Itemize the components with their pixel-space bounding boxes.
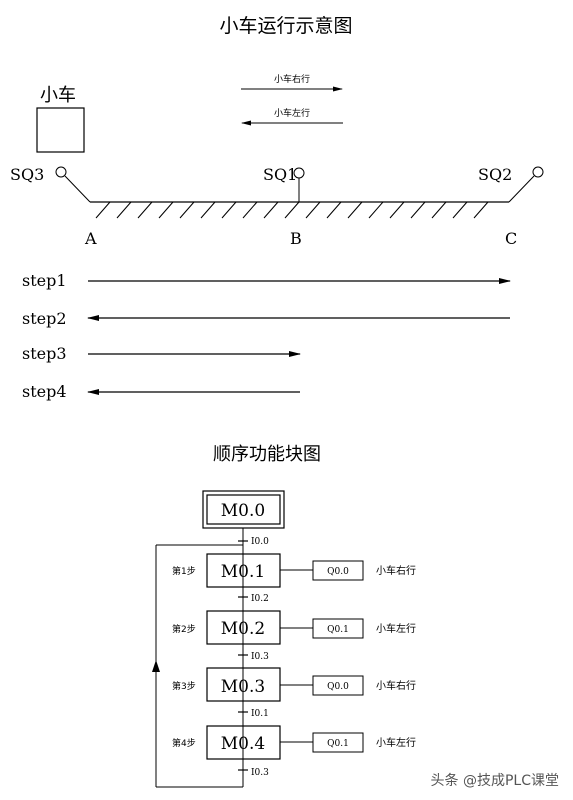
step3-side-label: 第3步 bbox=[172, 680, 196, 692]
track-hatch-mark bbox=[116, 201, 132, 219]
initial-step-label: M0.0 bbox=[221, 501, 265, 521]
track-hatch-mark bbox=[473, 201, 489, 219]
sfc-title: 顺序功能块图 bbox=[213, 444, 321, 465]
step1-output-box bbox=[312, 560, 364, 581]
step3-output-label: Q0.0 bbox=[327, 682, 349, 692]
step2-action-label: 小车左行 bbox=[376, 622, 416, 635]
transition-step3-label: I0.1 bbox=[251, 709, 269, 719]
switch-sq2-label: SQ2 bbox=[478, 165, 512, 184]
track-hatch-mark bbox=[389, 201, 405, 219]
initial-step-inner bbox=[206, 494, 281, 525]
track-hatch-mark bbox=[200, 201, 216, 219]
step2-side-label: 第2步 bbox=[172, 623, 196, 635]
loop-return-arrowhead bbox=[152, 660, 160, 672]
track-hatch-mark bbox=[305, 201, 321, 219]
sfc-step1-label: M0.1 bbox=[221, 562, 265, 582]
step4-side-label: 第4步 bbox=[172, 737, 196, 749]
track-hatch-mark bbox=[452, 201, 468, 219]
step1-label: step1 bbox=[22, 271, 67, 290]
step2-label: step2 bbox=[22, 309, 67, 328]
step4-label: step4 bbox=[22, 382, 67, 401]
switch-sq3-contact bbox=[55, 166, 67, 178]
track-hatch-mark bbox=[431, 201, 447, 219]
step3-label: step3 bbox=[22, 344, 67, 363]
switch-sq2-contact bbox=[532, 166, 544, 178]
step3-action-label: 小车右行 bbox=[376, 679, 416, 692]
direction-left-label: 小车左行 bbox=[274, 107, 310, 119]
point-c-label: C bbox=[505, 229, 517, 248]
direction-right-label: 小车右行 bbox=[274, 73, 310, 85]
sfc-step2-label: M0.2 bbox=[221, 619, 265, 639]
track-hatch-mark bbox=[95, 201, 111, 219]
step1-output-label: Q0.0 bbox=[327, 567, 349, 577]
cart-label: 小车 bbox=[40, 85, 76, 106]
track-hatch-mark bbox=[242, 201, 258, 219]
step1-side-label: 第1步 bbox=[172, 565, 196, 577]
transition-step4-label: I0.3 bbox=[251, 768, 269, 778]
cart-box bbox=[36, 107, 85, 153]
transition-step1-label: I0.2 bbox=[251, 594, 269, 604]
track-hatch-mark bbox=[263, 201, 279, 219]
switch-sq1-label: SQ1 bbox=[263, 165, 297, 184]
step2-output-box bbox=[312, 618, 364, 639]
track-hatch-mark bbox=[326, 201, 342, 219]
transition-step2-label: I0.3 bbox=[251, 652, 269, 662]
track-hatch-mark bbox=[368, 201, 384, 219]
sfc-step4-label: M0.4 bbox=[221, 734, 265, 754]
switch-sq2-lever bbox=[508, 175, 535, 203]
track-hatch-mark bbox=[221, 201, 237, 219]
track-hatch-mark bbox=[137, 201, 153, 219]
point-b-label: B bbox=[290, 229, 302, 248]
step4-output-box bbox=[312, 732, 364, 753]
step3-output-box bbox=[312, 675, 364, 696]
track-hatch-mark bbox=[347, 201, 363, 219]
track-hatch-mark bbox=[410, 201, 426, 219]
step4-action-label: 小车左行 bbox=[376, 736, 416, 749]
point-a-label: A bbox=[84, 229, 97, 248]
step1-action-label: 小车右行 bbox=[376, 564, 416, 577]
schematic-title: 小车运行示意图 bbox=[219, 15, 352, 37]
track-hatch-mark bbox=[158, 201, 174, 219]
switch-sq3-label: SQ3 bbox=[10, 165, 44, 184]
track-hatch-mark bbox=[179, 201, 195, 219]
switch-sq3-lever bbox=[64, 175, 91, 203]
watermark: 头条 @技成PLC课堂 bbox=[431, 772, 559, 789]
sfc-step3-label: M0.3 bbox=[221, 677, 265, 697]
track-hatch-mark bbox=[284, 201, 300, 219]
step2-output-label: Q0.1 bbox=[327, 625, 349, 635]
step4-output-label: Q0.1 bbox=[327, 739, 349, 749]
track-hatching bbox=[95, 201, 489, 219]
transition-initial-label: I0.0 bbox=[251, 537, 269, 547]
